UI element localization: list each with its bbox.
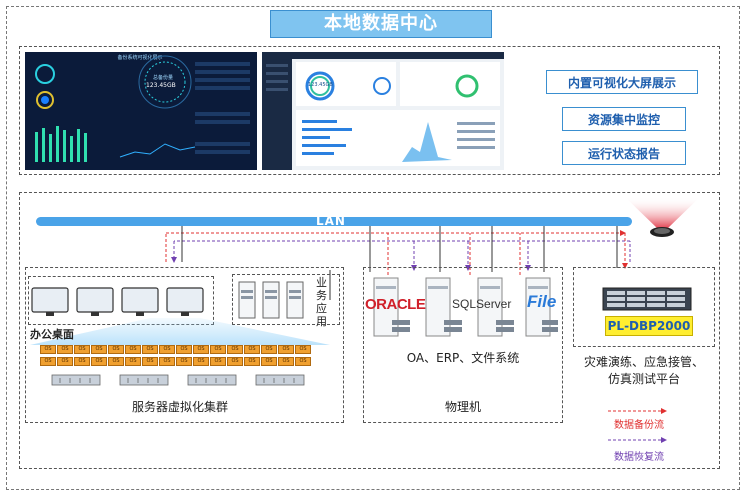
vm-chip: OS [108,345,124,354]
vm-chip: OS [210,345,226,354]
dashboard-right-graphics [262,52,504,170]
vm-chip: OS [210,357,226,366]
network-section [19,192,720,469]
dashboard-screen-right: 123.45GB [262,52,504,170]
page-title: 本地数据中心 [270,10,492,38]
vm-chip: OS [278,357,294,366]
vm-chip: OS [227,345,243,354]
file-logo: File [527,292,557,311]
feature-monitoring: 资源集中监控 [562,107,686,131]
desktop-label: 办公桌面 [30,328,74,341]
vm-chip: OS [74,357,90,366]
vm-chip: OS [74,345,90,354]
dbp-model: PL-DBP2000 [605,316,693,336]
vm-chip: OS [159,345,175,354]
business-app-label: 业务应用 [316,276,330,328]
dashboard-left-graphics [35,55,250,162]
dashboard-screen-left: 备份系统可视化展示 总备份量 123.45GB [25,52,257,170]
vm-chip: OS [125,345,141,354]
dbp-desc-2: 仿真测试平台 [607,372,680,386]
lan-label: LAN [316,214,346,228]
feature-report: 运行状态报告 [562,141,686,165]
vm-chip: OS [244,357,260,366]
lan-bar [36,217,632,226]
business-app-text: 业务应用 [316,276,327,328]
legend-restore: 数据恢复流 [614,452,664,463]
vm-chip: OS [91,345,107,354]
physical-systems-label: OA、ERP、文件系统 [406,351,520,365]
vm-chip: OS [40,345,56,354]
vm-chip: OS [176,357,192,366]
dashboard-left-value: 123.45GB [146,82,176,89]
vm-chip: OS [142,345,158,354]
dbp-desc-1: 灾难演练、应急接管、 [583,355,704,369]
vm-chip: OS [108,357,124,366]
vm-chip: OS [40,357,56,366]
vm-chip: OS [176,345,192,354]
vm-chip: OS [193,357,209,366]
vm-chip: OS [142,357,158,366]
vm-chip: OS [125,357,141,366]
vm-chip: OS [261,345,277,354]
vm-chip: OS [159,357,175,366]
physical-box [363,267,563,423]
desktop-group [28,276,214,325]
outer-frame [6,6,740,490]
vm-chip: OS [244,345,260,354]
vm-chip: OS [57,357,73,366]
monitor-section [19,46,720,175]
vm-chip: OS [295,345,311,354]
legend-backup: 数据备份流 [614,420,664,431]
vm-chip: OS [295,357,311,366]
dbp-box [573,267,715,347]
feature-visualization: 内置可视化大屏展示 [546,70,698,94]
beacon-cone [625,197,700,228]
vm-chip: OS [193,345,209,354]
physical-label: 物理机 [444,400,481,414]
vm-chip: OS [227,357,243,366]
virtualization-box [25,267,344,423]
dashboard-left-value-label: 总备份量 [153,75,174,81]
oracle-logo: ORACLE [365,296,426,313]
dashboard-left-title: 备份系统可视化展示 [117,55,163,61]
sqlserver-logo: SQLServer [452,297,512,311]
business-group [232,274,340,325]
dashboard-right-value: 123.45GB [308,82,333,88]
vm-chip: OS [261,357,277,366]
vm-chip: OS [91,357,107,366]
vm-chip: OS [57,345,73,354]
vm-chip: OS [278,345,294,354]
cluster-label: 服务器虚拟化集群 [131,400,228,414]
